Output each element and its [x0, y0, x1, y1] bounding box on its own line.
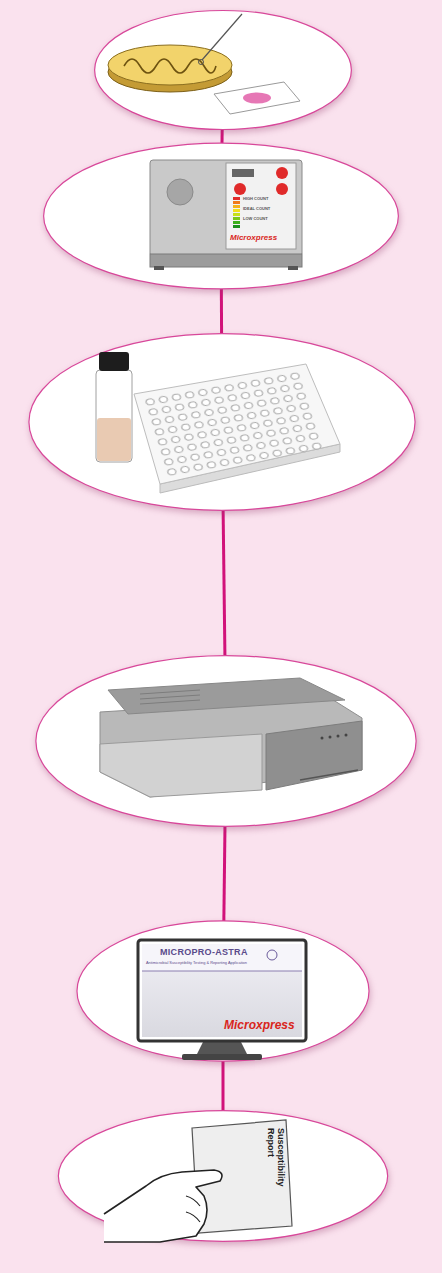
device-foot	[154, 266, 164, 270]
counter-device	[150, 160, 302, 270]
button	[276, 167, 288, 179]
loop-tip	[199, 60, 204, 65]
node-text: MICROPRO-ASTRA	[160, 947, 248, 957]
finger-line	[186, 1196, 200, 1222]
logo-mark	[267, 950, 277, 960]
monitor	[138, 940, 306, 1060]
connector-line	[221, 289, 222, 334]
node-text: Susceptibility Report	[266, 1128, 286, 1198]
stain-smear	[243, 93, 271, 104]
ellipse-shape	[36, 656, 416, 827]
connector-stroke	[224, 826, 225, 920]
sample-well	[167, 179, 193, 205]
device-front	[150, 254, 302, 267]
connector-line	[224, 826, 225, 920]
led	[233, 209, 240, 212]
connector-stroke	[223, 510, 225, 655]
device-top	[150, 160, 302, 256]
button	[234, 183, 246, 195]
dish-agar	[108, 45, 232, 85]
vent	[140, 700, 200, 704]
led	[233, 201, 240, 204]
led	[233, 221, 240, 224]
indicator	[321, 737, 324, 740]
connector-line	[223, 510, 225, 655]
node-text: HIGH COUNT	[243, 196, 268, 201]
vial-cap	[99, 352, 129, 371]
vent	[140, 690, 200, 694]
connector-stroke	[220, 289, 223, 334]
indicator	[337, 735, 340, 738]
screen-header	[142, 944, 302, 971]
indicator	[329, 736, 332, 739]
vial	[96, 352, 132, 462]
connector-stroke	[220, 130, 223, 144]
monitor-base	[182, 1054, 262, 1060]
control-panel	[226, 163, 296, 249]
connector-stroke	[222, 1061, 225, 1111]
led	[233, 213, 240, 216]
node-text: Antimicrobial Susceptibility Testing & R…	[146, 960, 247, 965]
led	[233, 197, 240, 200]
monitor-frame	[138, 940, 306, 1041]
node-text: Microxpress	[230, 233, 277, 242]
device-foot	[288, 266, 298, 270]
vial-liquid	[97, 418, 131, 461]
indicator	[345, 734, 348, 737]
node-text: Microxpress	[224, 1018, 295, 1032]
button	[276, 183, 288, 195]
node-text: IDEAL COUNT	[243, 206, 270, 211]
led	[233, 205, 240, 208]
node-text: LOW COUNT	[243, 216, 268, 221]
ellipse-shape	[77, 921, 369, 1061]
connector-line	[221, 130, 222, 144]
ellipse-shape	[58, 1111, 387, 1242]
ellipse-shape	[29, 334, 415, 511]
vial-body	[96, 370, 132, 462]
connector-line	[223, 1061, 224, 1111]
ellipse-shape	[95, 10, 352, 129]
led	[233, 217, 240, 220]
ellipse-shape	[44, 143, 399, 289]
header-rule	[142, 971, 302, 972]
screen	[142, 944, 302, 1037]
culture-streak	[124, 59, 216, 73]
display	[232, 169, 254, 177]
led	[233, 225, 240, 228]
vent	[140, 695, 200, 699]
